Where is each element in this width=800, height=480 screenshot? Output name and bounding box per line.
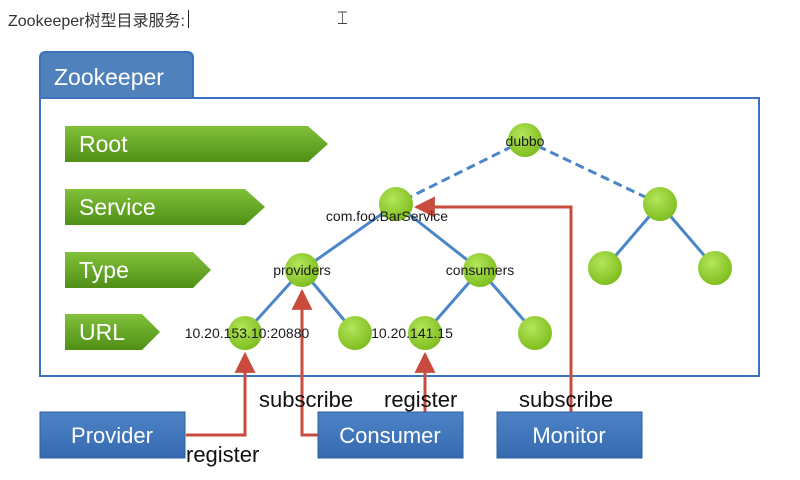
node-service2-child-2 xyxy=(698,251,732,285)
node-providers xyxy=(285,253,319,287)
editor-heading: Zookeeper树型目录服务: xyxy=(8,6,189,32)
label-provider-url: 10.20.153.10:20880 xyxy=(185,325,310,341)
edge-service-consumers xyxy=(395,202,481,272)
actor-monitor-label: Monitor xyxy=(532,423,605,448)
label-providers: providers xyxy=(273,262,331,278)
arrow-consumer-subscribe xyxy=(291,288,318,437)
actor-provider-label: Provider xyxy=(71,423,153,448)
node-service xyxy=(379,187,413,221)
label-service: com.foo.BarService xyxy=(326,208,448,224)
level-arrows: Root Service Type URL xyxy=(65,126,328,350)
node-consumer-url-2 xyxy=(518,316,552,350)
arrow-monitor-subscribe xyxy=(413,196,573,412)
node-provider-url-2 xyxy=(338,316,372,350)
node-consumer-url xyxy=(408,316,442,350)
edge-service-providers xyxy=(301,202,397,272)
zookeeper-panel: Zookeeper xyxy=(39,51,760,377)
level-arrow-service: Service xyxy=(65,189,265,225)
node-root xyxy=(508,123,542,157)
text-cursor xyxy=(187,10,189,28)
level-arrow-type: Type xyxy=(65,252,211,288)
edge-root-service2 xyxy=(524,138,661,206)
actor-consumer-label: Consumer xyxy=(339,423,440,448)
node-labels: dubbo com.foo.BarService providers consu… xyxy=(185,133,545,341)
action-consumer-subscribe: subscribe xyxy=(259,387,353,412)
label-consumers: consumers xyxy=(446,262,514,278)
label-root: dubbo xyxy=(506,133,545,149)
panel-frame xyxy=(39,97,760,377)
actor-provider[interactable]: Provider xyxy=(39,411,186,459)
ibeam-cursor-icon: ⌶ xyxy=(337,8,348,29)
action-provider-register: register xyxy=(186,442,259,467)
level-arrow-root: Root xyxy=(65,126,328,162)
actor-consumer[interactable]: Consumer xyxy=(317,411,464,459)
node-service2-child-1 xyxy=(588,251,622,285)
level-label-root: Root xyxy=(79,131,128,157)
arrow-provider-register xyxy=(186,351,256,437)
action-arrows xyxy=(186,196,573,437)
tree-nodes xyxy=(228,123,732,350)
action-consumer-register: register xyxy=(384,387,457,412)
tree-edges xyxy=(243,138,717,335)
level-label-service: Service xyxy=(79,194,156,220)
level-label-url: URL xyxy=(79,319,125,345)
node-provider-url xyxy=(228,316,262,350)
node-service-2 xyxy=(643,187,677,221)
panel-title: Zookeeper xyxy=(54,64,164,90)
heading-text: Zookeeper树型目录服务: xyxy=(8,13,185,30)
edge-root-service xyxy=(395,138,526,206)
actor-monitor[interactable]: Monitor xyxy=(496,411,643,459)
panel-tab xyxy=(39,51,194,99)
label-consumer-url: 10.20.141.15 xyxy=(371,325,453,341)
level-arrow-url: URL xyxy=(65,314,160,350)
action-labels: register subscribe register subscribe xyxy=(186,387,613,467)
level-label-type: Type xyxy=(79,257,129,283)
node-consumers xyxy=(463,253,497,287)
action-monitor-subscribe: subscribe xyxy=(519,387,613,412)
